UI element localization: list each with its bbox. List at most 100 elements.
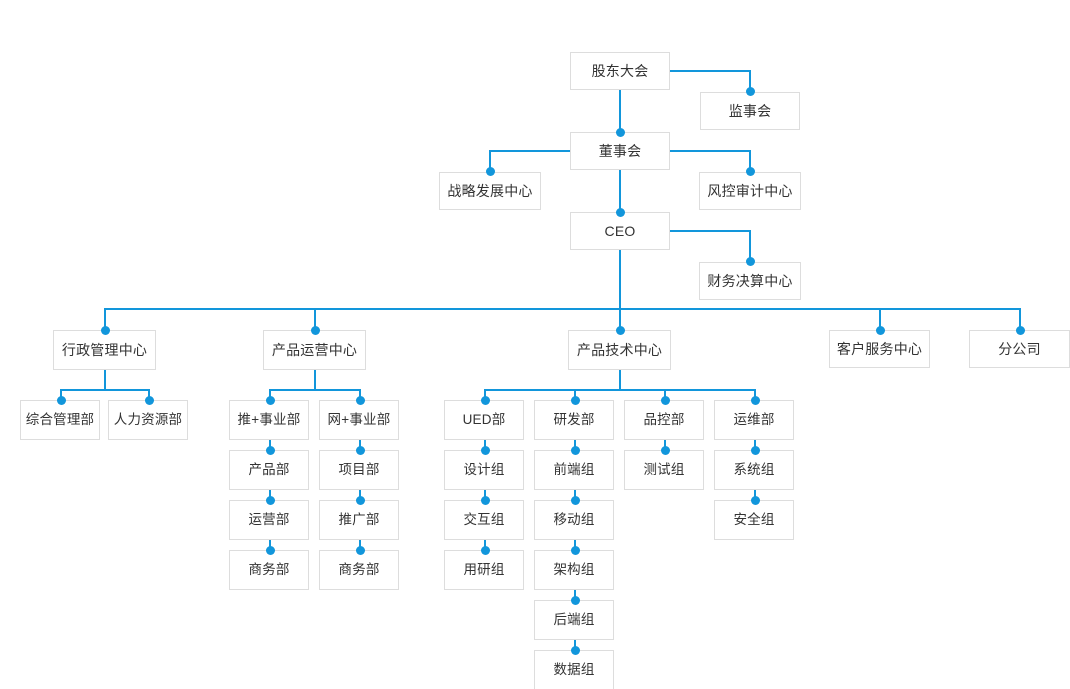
connector-bus-drop-customer-service: [879, 308, 881, 330]
node-finance-settlement-center[interactable]: 财务决算中心: [699, 262, 801, 300]
connector-po-drop-tui: [269, 389, 271, 400]
connector-chain-design-interaction: [484, 490, 486, 500]
node-board-of-supervisors[interactable]: 监事会: [700, 92, 800, 130]
connector-dot-board-of-directors: [615, 128, 625, 137]
connector-ceo-to-finance-v: [749, 230, 751, 262]
connector-product-operation-bus: [269, 389, 360, 391]
node-ops-dept[interactable]: 运维部: [714, 400, 794, 440]
node-business-dept-left[interactable]: 商务部: [229, 550, 309, 590]
node-board-of-directors[interactable]: 董事会: [570, 132, 670, 170]
connector-pt-drop-qa: [664, 389, 666, 400]
connector-chain-ops-system: [754, 440, 756, 450]
node-product-technology-center[interactable]: 产品技术中心: [568, 330, 671, 370]
connector-pt-drop-ued: [484, 389, 486, 400]
connector-chain-product-operation-dept: [269, 490, 271, 500]
node-user-research-group[interactable]: 用研组: [444, 550, 524, 590]
node-wang-business-unit[interactable]: 网+事业部: [319, 400, 399, 440]
connector-chain-project-promotion: [359, 490, 361, 500]
connector-product-technology-stem: [619, 370, 621, 390]
connector-dot-tui-business-unit: [265, 396, 275, 405]
connector-dot-promotion-dept: [355, 496, 365, 505]
connector-shareholders-to-board-v: [619, 90, 621, 133]
connector-po-drop-wang: [359, 389, 361, 400]
node-project-dept[interactable]: 项目部: [319, 450, 399, 490]
connector-chain-ued-design: [484, 440, 486, 450]
connector-ceo-to-bus-v: [619, 250, 621, 310]
node-qa-dept[interactable]: 品控部: [624, 400, 704, 440]
connector-dot-interaction-group: [480, 496, 490, 505]
connector-dot-architecture-group: [570, 546, 580, 555]
node-frontend-group[interactable]: 前端组: [534, 450, 614, 490]
connector-chain-mobile-architecture: [574, 540, 576, 550]
node-operation-dept[interactable]: 运营部: [229, 500, 309, 540]
node-shareholders-meeting[interactable]: 股东大会: [570, 52, 670, 90]
connector-dot-product-dept: [265, 446, 275, 455]
node-business-dept-right[interactable]: 商务部: [319, 550, 399, 590]
connector-dot-customer-service-center: [875, 326, 885, 335]
node-ued-dept[interactable]: UED部: [444, 400, 524, 440]
node-rd-dept[interactable]: 研发部: [534, 400, 614, 440]
connector-chain-operation-business: [269, 540, 271, 550]
node-backend-group[interactable]: 后端组: [534, 600, 614, 640]
node-tui-business-unit[interactable]: 推+事业部: [229, 400, 309, 440]
connector-dot-risk-center: [745, 167, 755, 176]
connector-chain-backend-data: [574, 640, 576, 650]
node-product-operation-center[interactable]: 产品运营中心: [263, 330, 366, 370]
connector-dot-human-resources-dept: [144, 396, 154, 405]
node-ceo[interactable]: CEO: [570, 212, 670, 250]
node-data-group[interactable]: 数据组: [534, 650, 614, 689]
node-branch-company[interactable]: 分公司: [969, 330, 1070, 368]
connector-admin-drop-hr: [148, 389, 150, 400]
connector-dot-product-technology-center: [615, 326, 625, 335]
connector-pt-drop-rd: [574, 389, 576, 400]
connector-dot-security-group: [750, 496, 760, 505]
connector-board-to-strategy-v: [489, 150, 491, 172]
node-general-management-dept[interactable]: 综合管理部: [20, 400, 100, 440]
connector-ceo-to-finance-h: [670, 230, 750, 232]
connector-product-technology-bus: [484, 389, 755, 391]
connector-dot-supervisors: [745, 87, 755, 96]
connector-chain-frontend-mobile: [574, 490, 576, 500]
connector-dot-business-dept-right: [355, 546, 365, 555]
connector-dot-backend-group: [570, 596, 580, 605]
node-strategy-development-center[interactable]: 战略发展中心: [439, 172, 541, 210]
node-interaction-group[interactable]: 交互组: [444, 500, 524, 540]
connector-chain-wang-project: [359, 440, 361, 450]
connector-dot-system-group: [750, 446, 760, 455]
connector-bus-drop-admin: [104, 308, 106, 330]
node-human-resources-dept[interactable]: 人力资源部: [108, 400, 188, 440]
node-admin-management-center[interactable]: 行政管理中心: [53, 330, 156, 370]
connector-chain-interaction-research: [484, 540, 486, 550]
connector-dot-qa-dept: [660, 396, 670, 405]
connector-dot-ceo: [615, 208, 625, 217]
connector-chain-architecture-backend: [574, 590, 576, 600]
node-system-group[interactable]: 系统组: [714, 450, 794, 490]
connector-dot-finance-center: [745, 257, 755, 266]
connector-main-bus: [105, 308, 1020, 310]
node-test-group[interactable]: 测试组: [624, 450, 704, 490]
connector-admin-drop-general: [60, 389, 62, 400]
connector-dot-user-research-group: [480, 546, 490, 555]
connector-shareholders-to-supervisors-h: [670, 70, 750, 72]
node-promotion-dept[interactable]: 推广部: [319, 500, 399, 540]
node-design-group[interactable]: 设计组: [444, 450, 524, 490]
node-product-dept[interactable]: 产品部: [229, 450, 309, 490]
connector-dot-design-group: [480, 446, 490, 455]
node-security-group[interactable]: 安全组: [714, 500, 794, 540]
connector-chain-qa-test: [664, 440, 666, 450]
connector-dot-rd-dept: [570, 396, 580, 405]
connector-chain-rd-frontend: [574, 440, 576, 450]
node-customer-service-center[interactable]: 客户服务中心: [829, 330, 930, 368]
connector-board-to-strategy-h: [489, 150, 570, 152]
node-risk-audit-center[interactable]: 风控审计中心: [699, 172, 801, 210]
connector-pt-drop-ops: [754, 389, 756, 400]
connector-board-to-ceo-v: [619, 170, 621, 213]
connector-shareholders-to-supervisors-v: [749, 70, 751, 92]
connector-dot-frontend-group: [570, 446, 580, 455]
node-mobile-group[interactable]: 移动组: [534, 500, 614, 540]
connector-dot-project-dept: [355, 446, 365, 455]
connector-dot-ued-dept: [480, 396, 490, 405]
node-architecture-group[interactable]: 架构组: [534, 550, 614, 590]
connector-bus-drop-branch: [1019, 308, 1021, 330]
